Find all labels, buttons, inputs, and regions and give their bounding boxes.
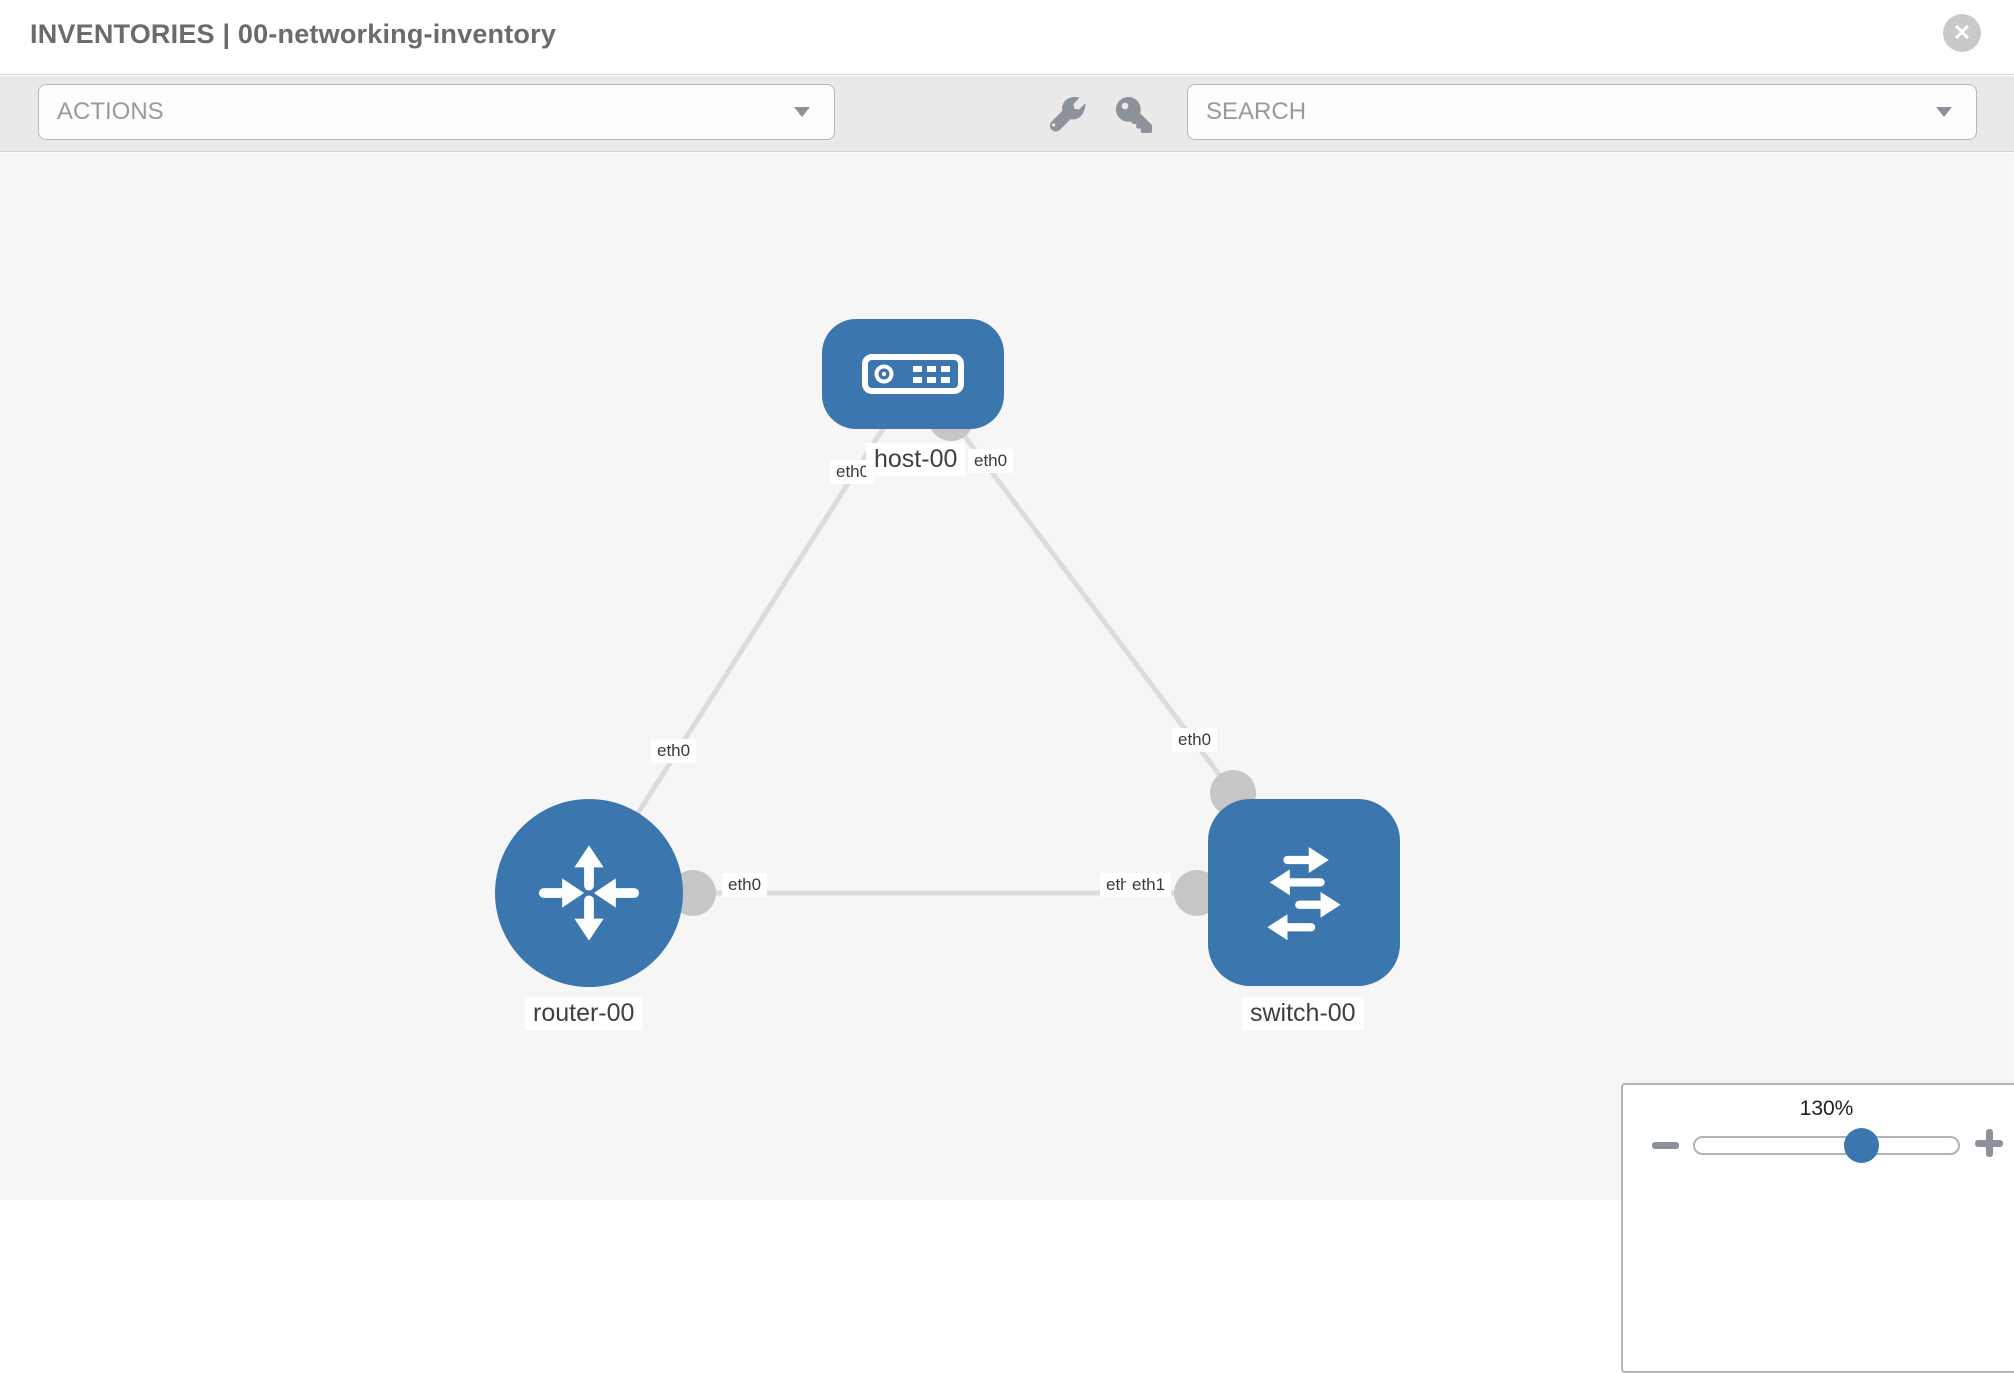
node-router-00[interactable] bbox=[495, 799, 683, 987]
interface-label: eth0 bbox=[968, 449, 1014, 473]
interface-label: eth0 bbox=[722, 873, 768, 897]
toolbar: ACTIONS SEARCH bbox=[0, 76, 2014, 152]
interface-label: eth1 bbox=[1126, 873, 1172, 897]
zoom-in-button[interactable] bbox=[1975, 1129, 2003, 1157]
credentials-button[interactable] bbox=[1116, 97, 1152, 133]
node-label-router-00: router-00 bbox=[525, 997, 643, 1030]
edge-layer bbox=[635, 411, 1235, 896]
actions-dropdown-label: ACTIONS bbox=[57, 98, 164, 125]
interface-label: eth0 bbox=[651, 739, 697, 763]
interface-label: eth0 bbox=[1172, 728, 1218, 752]
chevron-down-icon bbox=[794, 107, 810, 117]
zoom-level-value: 130% bbox=[1799, 1097, 1854, 1120]
node-switch-00[interactable] bbox=[1208, 799, 1400, 986]
close-icon: ✕ bbox=[1952, 20, 1972, 45]
switch-icon bbox=[1267, 846, 1341, 940]
topology-canvas[interactable]: eth0 host-00 eth0 eth0 eth0 eth0 eth0 et… bbox=[0, 153, 2014, 1373]
zoom-out-button[interactable] bbox=[1652, 1142, 1679, 1149]
node-label-host-00: host-00 bbox=[866, 443, 966, 476]
zoom-panel: 130% bbox=[1621, 1083, 2014, 1373]
wrench-icon bbox=[1050, 96, 1086, 132]
key-icon bbox=[1116, 97, 1152, 133]
search-dropdown[interactable]: SEARCH bbox=[1187, 84, 1977, 140]
zoom-slider-handle[interactable] bbox=[1844, 1128, 1879, 1163]
router-icon bbox=[538, 845, 640, 941]
close-button[interactable]: ✕ bbox=[1943, 14, 1981, 52]
search-dropdown-label: SEARCH bbox=[1206, 98, 1307, 125]
page-title: INVENTORIES | 00-networking-inventory bbox=[30, 19, 557, 49]
node-label-switch-00: switch-00 bbox=[1242, 997, 1364, 1030]
host-icon bbox=[862, 354, 964, 394]
node-host-00[interactable] bbox=[822, 319, 1004, 429]
actions-dropdown[interactable]: ACTIONS bbox=[38, 84, 835, 140]
configure-button[interactable] bbox=[1050, 96, 1086, 133]
chevron-down-icon bbox=[1936, 107, 1952, 117]
modal-header: INVENTORIES | 00-networking-inventory ✕ bbox=[0, 0, 2014, 75]
zoom-slider-track[interactable] bbox=[1693, 1136, 1960, 1155]
